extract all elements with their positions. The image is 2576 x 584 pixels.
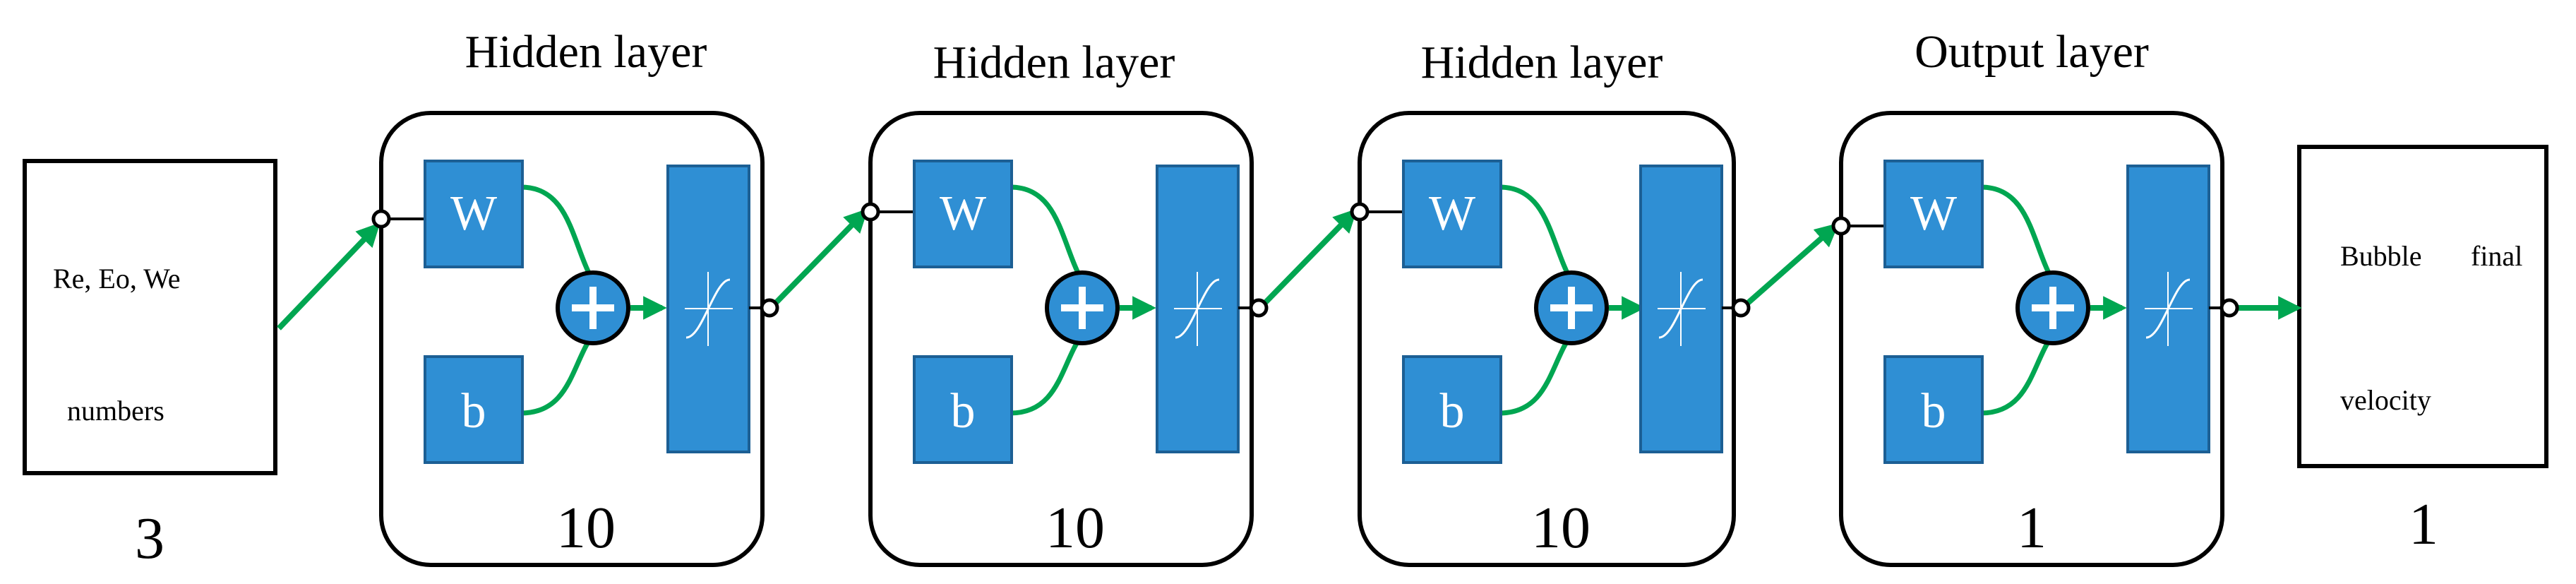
output-word-final: final xyxy=(2471,240,2522,272)
input-line-1: Re, Eo, We xyxy=(53,263,180,294)
weight-label: W xyxy=(450,186,497,241)
input-node: Re, Eo, We numbers 3 xyxy=(23,159,277,571)
layer-4: Output layer W b 1 xyxy=(1831,26,2239,567)
output-node: Bubble final velocity 1 xyxy=(2297,145,2548,557)
arrow-layer-3-to-layer-4 xyxy=(1740,222,1840,311)
output-port xyxy=(2219,298,2239,318)
weight-label: W xyxy=(940,186,986,241)
weight-block xyxy=(424,160,524,268)
weight-label: W xyxy=(1429,186,1475,241)
weight-block xyxy=(913,160,1013,268)
layer-1: Hidden layer W b 10 xyxy=(371,26,779,567)
sigmoid-curve-icon xyxy=(2145,272,2193,346)
input-port xyxy=(861,202,880,222)
bias-label: b xyxy=(1922,384,1946,439)
layer-title: Output layer xyxy=(1915,26,2149,78)
bias-label: b xyxy=(951,384,976,439)
layer-size: 1 xyxy=(2017,495,2047,561)
bias-label: b xyxy=(1440,384,1465,439)
arrow-layer-1-to-layer-2 xyxy=(769,208,868,310)
output-port xyxy=(1731,298,1751,318)
bias-block xyxy=(913,355,1013,464)
arrow-input-to-layer-1 xyxy=(277,222,381,330)
arrow-layer-2-to-layer-3 xyxy=(1258,208,1358,310)
weight-label: W xyxy=(1910,186,1957,241)
output-line-2: velocity xyxy=(2340,384,2431,416)
output-word-bubble: Bubble xyxy=(2340,240,2422,272)
weight-to-sum-link xyxy=(520,184,597,286)
weight-block xyxy=(1402,160,1502,268)
plus-circle-icon xyxy=(556,270,630,345)
input-port xyxy=(1350,202,1370,222)
bias-block xyxy=(424,355,524,464)
input-count: 3 xyxy=(135,506,164,571)
plus-circle-icon xyxy=(1045,270,1120,345)
sigmoid-curve-icon xyxy=(1658,272,1706,346)
layer-2: Hidden layer W b 10 xyxy=(861,37,1269,567)
output-port xyxy=(760,298,779,318)
layer-size: 10 xyxy=(1046,495,1105,561)
layer-title: Hidden layer xyxy=(465,26,707,78)
weight-to-sum-link xyxy=(1980,184,2057,286)
bias-block xyxy=(1883,355,1984,464)
sigmoid-curve-icon xyxy=(685,272,733,346)
layer-title: Hidden layer xyxy=(1421,37,1663,88)
bias-block xyxy=(1402,355,1502,464)
layer-size: 10 xyxy=(1531,495,1590,561)
input-port xyxy=(371,209,391,229)
layer-size: 10 xyxy=(556,495,616,561)
output-port xyxy=(1249,298,1269,318)
input-box xyxy=(23,159,277,475)
plus-circle-icon xyxy=(1534,270,1609,345)
weight-to-sum-link xyxy=(1499,184,1576,286)
input-line-2: numbers xyxy=(67,395,164,427)
connections xyxy=(277,208,2302,330)
weight-block xyxy=(1883,160,1984,268)
layer-3: Hidden layer W b 10 xyxy=(1350,37,1751,567)
sigmoid-curve-icon xyxy=(1174,272,1222,346)
plus-circle-icon xyxy=(2015,270,2090,345)
layer-title: Hidden layer xyxy=(933,37,1175,88)
input-port xyxy=(1831,216,1851,236)
bias-label: b xyxy=(462,384,486,439)
output-box xyxy=(2297,145,2548,468)
output-count: 1 xyxy=(2409,491,2438,557)
weight-to-sum-link xyxy=(1010,184,1086,286)
